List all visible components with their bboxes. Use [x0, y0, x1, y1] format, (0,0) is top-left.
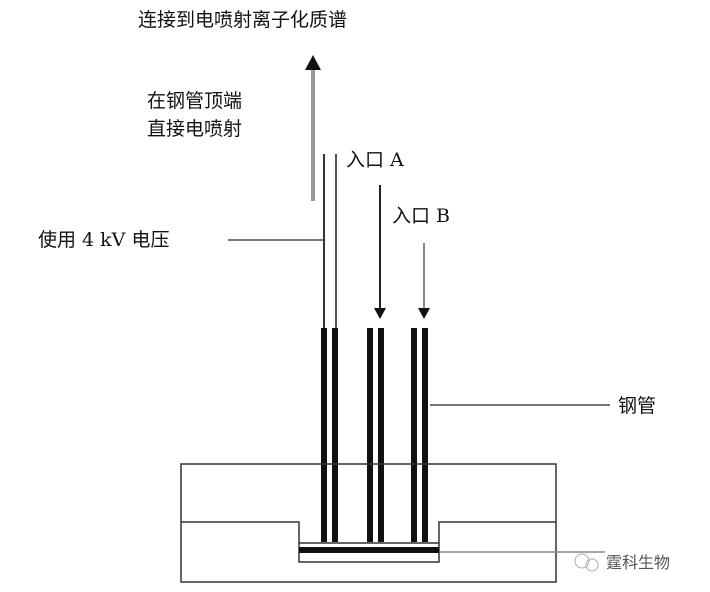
steel-tubes — [321, 328, 428, 542]
chip-body — [180, 463, 557, 583]
label-inlet-b: 入口 B — [392, 205, 450, 227]
inlet-a-arrow — [374, 185, 386, 319]
label-voltage: 使用 4 kV 电压 — [38, 229, 169, 251]
wechat-icon — [574, 553, 590, 569]
label-tip-line1: 在钢管顶端 — [147, 90, 242, 112]
watermark: 霆科生物 — [574, 553, 670, 572]
label-tip-line2: 直接电喷射 — [147, 118, 242, 140]
label-to-ms: 连接到电喷射离子化质谱 — [138, 9, 347, 31]
inlet-b-arrow — [418, 243, 430, 319]
channel-layer — [299, 547, 439, 553]
watermark-text: 霆科生物 — [606, 553, 670, 572]
label-inlet-a: 入口 A — [346, 149, 404, 171]
label-steel-tube: 钢管 — [618, 395, 656, 417]
arrow-to-ms — [305, 55, 321, 201]
